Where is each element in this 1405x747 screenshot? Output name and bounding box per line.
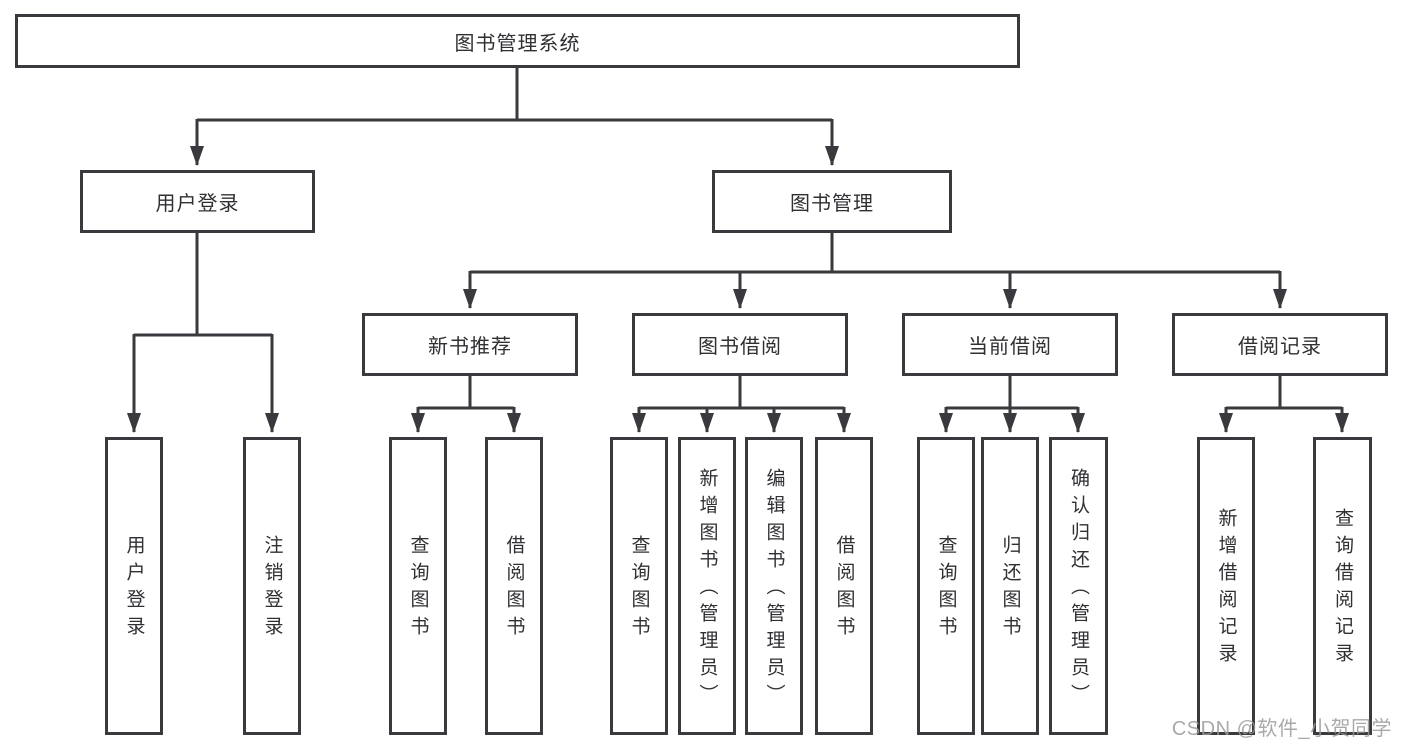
node-user-login-branch: 用户登录 <box>80 170 315 233</box>
leaf-edit-books-admin: 编辑图书（管理员） <box>745 437 803 735</box>
leaf-query-books-borrow: 查询图书 <box>610 437 668 735</box>
node-book-borrow: 图书借阅 <box>632 313 848 376</box>
node-root-system: 图书管理系统 <box>15 14 1020 68</box>
csdn-watermark: CSDN @软件_小贺同学 <box>1171 718 1392 740</box>
leaf-user-login: 用户登录 <box>105 437 163 735</box>
leaf-borrow-books-recommend: 借阅图书 <box>485 437 543 735</box>
leaf-borrow-books: 借阅图书 <box>815 437 873 735</box>
leaf-query-books-current: 查询图书 <box>917 437 975 735</box>
leaf-query-borrow-record: 查询借阅记录 <box>1313 437 1372 735</box>
leaf-logout: 注销登录 <box>243 437 301 735</box>
node-new-book-recommend: 新书推荐 <box>362 313 578 376</box>
leaf-return-books: 归还图书 <box>981 437 1039 735</box>
node-borrow-records: 借阅记录 <box>1172 313 1388 376</box>
node-book-management-branch: 图书管理 <box>712 170 952 233</box>
leaf-query-books-recommend: 查询图书 <box>389 437 447 735</box>
node-current-borrow: 当前借阅 <box>902 313 1118 376</box>
leaf-add-books-admin: 新增图书（管理员） <box>678 437 736 735</box>
leaf-add-borrow-record: 新增借阅记录 <box>1197 437 1255 735</box>
leaf-confirm-return-admin: 确认归还（管理员） <box>1049 437 1108 735</box>
